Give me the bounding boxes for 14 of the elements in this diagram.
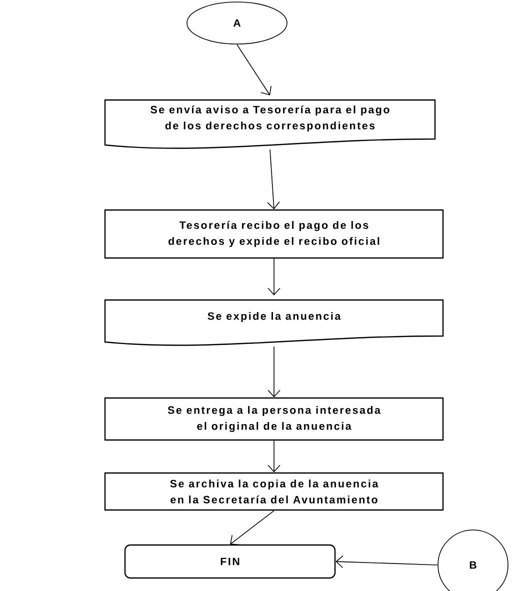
document-box: Se expide la anuencia	[104, 299, 444, 346]
arrow	[268, 346, 280, 398]
arrow	[236, 44, 272, 96]
arrow	[230, 510, 274, 546]
arrow	[267, 149, 280, 210]
process-box: Tesorería recibo el pago de los derechos y expide el recibo oficial	[104, 209, 444, 259]
connector-oval: A	[186, 2, 288, 44]
arrow	[336, 555, 438, 568]
arrow	[268, 258, 280, 296]
terminator-box: FIN	[124, 544, 336, 579]
arrow	[268, 440, 280, 472]
process-box: Se entrega a la persona interesada el original de la anuencia	[104, 397, 444, 441]
document-box: Se envía aviso a Tesorería para el pago de los derechos correspondientes	[104, 99, 436, 149]
process-box: Se archiva la copia de la anuencia en la Secretaría del Avuntamiento	[104, 472, 444, 511]
